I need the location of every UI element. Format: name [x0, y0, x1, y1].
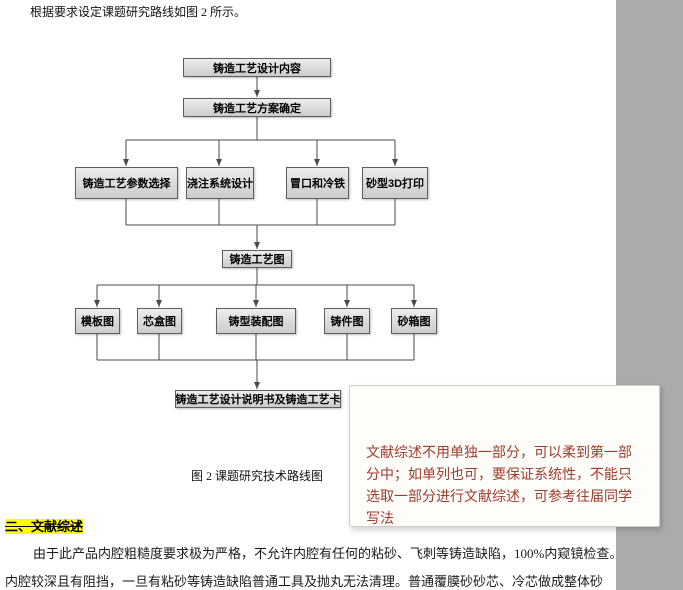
flowchart-node-param-select: 铸造工艺参数选择 — [75, 167, 178, 199]
flowchart-node-sand-3d-print: 砂型3D打印 — [362, 167, 428, 199]
body-text-line-2: 内腔较深且有阻挡，一旦有粘砂等铸造缺陷普通工具及抛丸无法清理。普通覆膜砂砂芯、冷… — [5, 574, 604, 589]
flowchart-node-process-diagram: 铸造工艺图 — [222, 250, 292, 268]
flowchart-node-corebox-diagram: 芯盒图 — [137, 308, 182, 334]
comment-text: 文献综述不用单独一部分，可以柔到第一部分中；如单列也可，要保证系统性，不能只选取… — [366, 444, 632, 526]
highlighted-strikethrough-heading: 二、文献综述 — [5, 519, 84, 534]
flowchart-node-mold-assembly-diagram: 铸型装配图 — [216, 308, 296, 334]
flowchart-node-casting-diagram: 铸件图 — [324, 308, 370, 334]
flowchart-node-scheme-confirm: 铸造工艺方案确定 — [183, 98, 331, 117]
flowchart-node-spec-and-card: 铸造工艺设计说明书及铸造工艺卡 — [175, 390, 341, 408]
body-text-line-1: 由于此产品内腔粗糙度要求极为严格，不允许内腔有任何的粘砂、飞刺等铸造缺陷，100… — [33, 546, 623, 561]
flowchart-connector-lines — [94, 77, 417, 389]
intro-paragraph: 根据要求设定课题研究路线如图 2 所示。 — [30, 5, 247, 19]
flowchart-node-design-content: 铸造工艺设计内容 — [183, 58, 331, 77]
flowchart-node-sandbox-diagram: 砂箱图 — [391, 308, 437, 334]
flowchart-node-gating-design: 浇注系统设计 — [186, 167, 254, 199]
section-heading-literature-review: 二、文献综述 — [5, 516, 84, 535]
figure-caption: 图 2 课题研究技术路线图 — [190, 469, 323, 483]
review-comment-balloon[interactable]: 文献综述不用单独一部分，可以柔到第一部分中；如单列也可，要保证系统性，不能只选取… — [349, 385, 660, 527]
flowchart-node-template-diagram: 模板图 — [75, 308, 120, 334]
flowchart-node-riser-chill: 冒口和冷铁 — [286, 167, 349, 199]
